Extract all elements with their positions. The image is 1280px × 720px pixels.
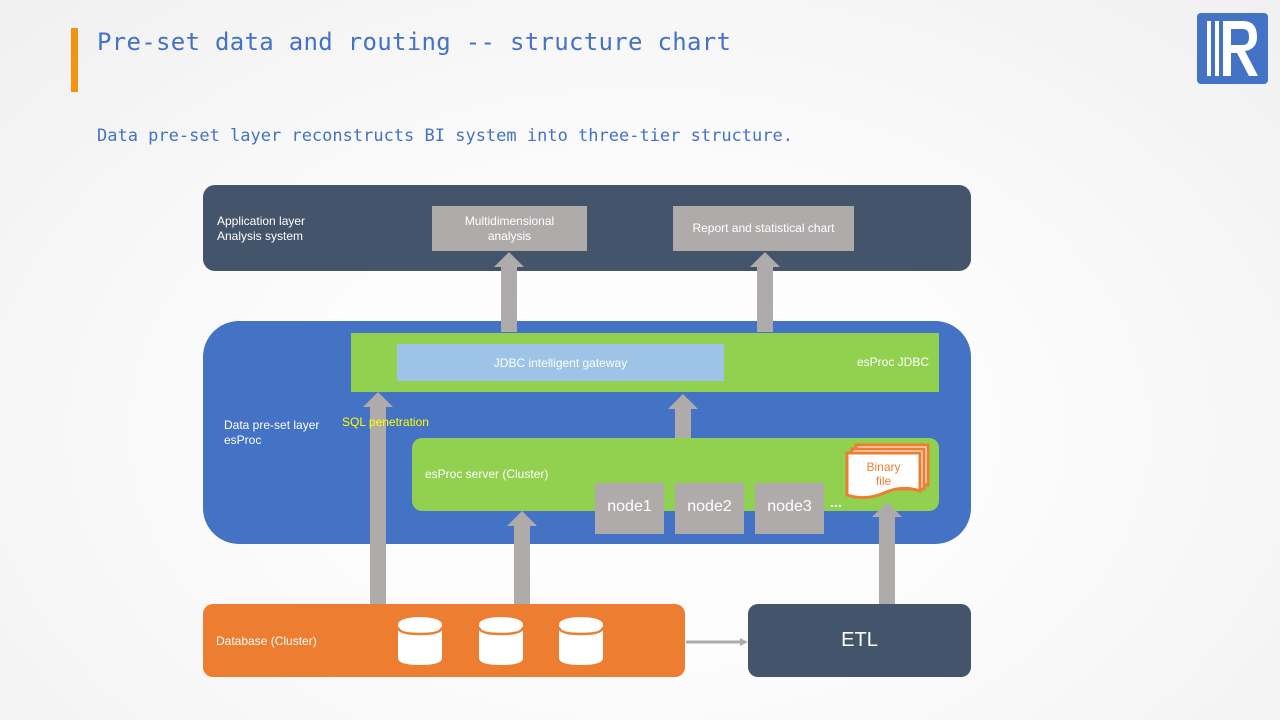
md-line1: Multidimensional [464,213,555,228]
binary-file-label: Binary file [847,460,920,488]
report-chart-box: Report and statistical chart [673,206,854,251]
application-layer: Application layer Analysis system Multid… [203,185,971,271]
data-preset-layer: Data pre-set layer esProc JDBC intellige… [203,321,971,544]
preset-layer-title: Data pre-set layer [224,418,320,432]
esproc-jdbc-label: esProc JDBC [856,355,929,369]
arrow-right-icon [686,638,748,646]
node-box: node2 [675,483,744,534]
binary-file-icon: Binary file [844,443,932,501]
more-nodes-ellipsis: ... [830,494,842,510]
r-logo-icon [1197,13,1268,84]
application-layer-title: Application layer [217,214,306,228]
database-cylinder-icon [478,617,524,665]
esproc-jdbc-bar: JDBC intelligent gateway esProc JDBC [351,333,939,392]
node-box: node1 [595,483,664,534]
database-cylinder-icon [558,617,604,665]
arrow-up-icon [668,394,698,438]
preset-layer-label: Data pre-set layer esProc [224,418,319,448]
page-subtitle: Data pre-set layer reconstructs BI syste… [97,126,793,146]
md-line2: analysis [487,228,532,243]
binary-line1: Binary [866,460,901,474]
title-accent-bar [71,28,78,92]
application-layer-subtitle: Analysis system [217,229,304,243]
arrow-up-icon [494,252,524,332]
arrow-up-icon [363,392,393,604]
arrow-up-icon [872,502,902,604]
database-layer: Database (Cluster) [203,604,685,677]
application-layer-label: Application layer Analysis system [217,214,305,244]
database-label: Database (Cluster) [216,634,317,648]
preset-layer-subtitle: esProc [224,433,262,447]
jdbc-gateway-box: JDBC intelligent gateway [397,344,724,381]
arrow-up-icon [750,252,780,332]
esproc-server-label: esProc server (Cluster) [425,467,549,481]
node-box: node3 [755,483,824,534]
database-cylinder-icon [397,617,443,665]
sql-penetration-label: SQL penetration [342,415,429,429]
multidimensional-analysis-box: Multidimensional analysis [432,206,587,251]
etl-box: ETL [748,604,971,677]
binary-line2: file [875,474,892,488]
page-title: Pre-set data and routing -- structure ch… [97,28,732,56]
arrow-up-icon [507,511,537,604]
